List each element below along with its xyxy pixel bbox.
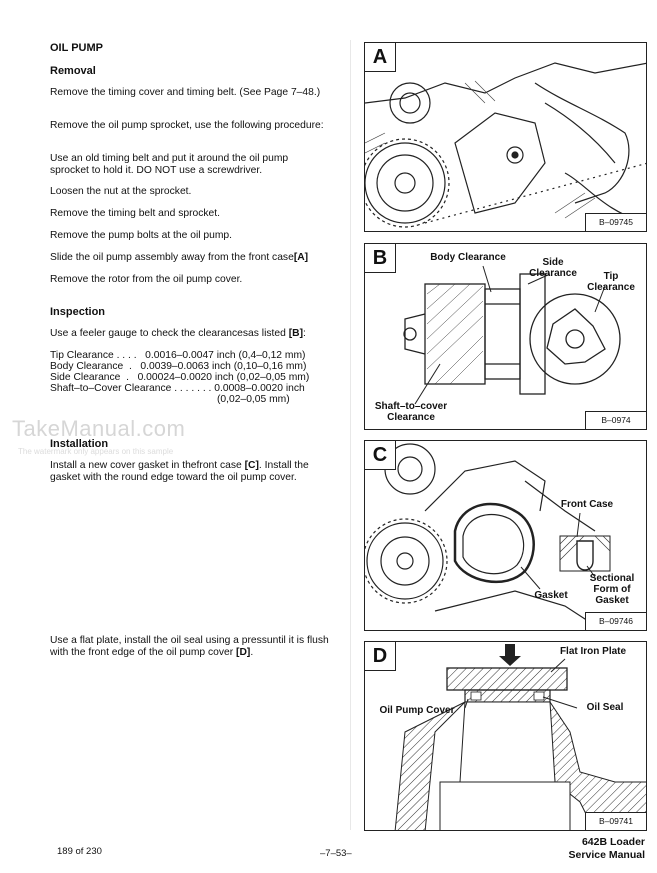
removal-step-7-text: Slide the oil pump assembly away from th… (50, 252, 294, 263)
installation-step-1-text: Install a new cover gasket in thefront c… (50, 460, 245, 471)
figure-ref-c: [C] (244, 460, 259, 471)
callout-front-case: Front Case (560, 499, 614, 510)
figure-a-label: A (365, 43, 396, 72)
removal-step-6: Remove the pump bolts at the oil pump. (50, 230, 233, 241)
section-title: OIL PUMP (50, 42, 103, 54)
figure-a-illustration (365, 62, 646, 228)
callout-flat-iron-plate: Flat Iron Plate (559, 646, 627, 657)
figure-ref-b: [B] (288, 328, 303, 339)
removal-step-3: Use an old timing belt and put it around… (50, 153, 289, 176)
footer-manual: Service Manual (568, 849, 645, 861)
spec-side: Side Clearance . 0.00024–0.0020 inch (0,… (50, 372, 310, 383)
figure-ref-a: [A] (293, 252, 309, 263)
installation-step-1: Install a new cover gasket in thefront c… (50, 460, 328, 484)
callout-tip-clearance: Tip Clearance (587, 271, 635, 293)
watermark-note: The watermark only appears on this sampl… (18, 447, 174, 456)
callout-shaft-clearance: Shaft–to–cover Clearance (374, 401, 448, 423)
removal-step-1: Remove the timing cover and timing belt.… (50, 87, 321, 98)
figure-a-code: B–09745 (585, 213, 646, 231)
figure-b-illustration (403, 265, 621, 405)
figure-d-label: D (365, 642, 396, 671)
figure-b-label: B (365, 244, 396, 273)
removal-step-5: Remove the timing belt and sprocket. (50, 208, 220, 219)
installation-step-1-tail: . Install the gasket with the round edge… (50, 460, 309, 483)
figure-c: C Front Case Gasket Sectio (364, 440, 647, 631)
figure-d-code: B–09741 (585, 812, 646, 830)
installation-step-2: Use a flat plate, install the oil seal u… (50, 635, 330, 659)
page-count: 189 of 230 (57, 846, 102, 857)
figure-c-illustration (365, 443, 611, 630)
inspection-intro: Use a feeler gauge to check the clearanc… (50, 328, 306, 339)
spec-shaft-metric: (0,02–0,05 mm) (217, 394, 290, 405)
installation-step-2-tail: . (250, 647, 254, 658)
figure-ref-d: [D] (236, 647, 251, 658)
figure-a: A B–09745 (364, 42, 647, 232)
removal-step-4: Loosen the nut at the sprocket. (50, 186, 192, 197)
callout-oil-seal: Oil Seal (586, 702, 624, 713)
removal-step-2: Remove the oil pump sprocket, use the fo… (50, 120, 324, 131)
spec-tip: Tip Clearance . . . . 0.0016–0.0047 inch… (50, 350, 306, 361)
installation-heading: Installation (50, 438, 109, 450)
removal-step-8: Remove the rotor from the oil pump cover… (50, 274, 243, 285)
inspection-heading: Inspection (50, 306, 106, 318)
callout-sectional-form: Sectional Form of Gasket (589, 573, 635, 606)
figure-d-illustration (394, 644, 646, 830)
inspection-intro-text: Use a feeler gauge to check the clearanc… (50, 328, 286, 339)
removal-heading: Removal (50, 65, 96, 77)
installation-step-2-text: Use a flat plate, install the oil seal u… (50, 635, 329, 658)
figure-c-code: B–09746 (585, 612, 646, 630)
callout-side-clearance: Side Clearance (529, 257, 577, 279)
figure-d: D Flat Iron Plate Oil Pump Cover Oil Sea… (364, 641, 647, 831)
footer-model: 642B Loader (581, 836, 645, 848)
watermark-site: TakeManual.com (12, 416, 186, 441)
figure-c-label: C (365, 441, 396, 470)
column-divider (350, 40, 351, 830)
spec-body: Body Clearance . 0.0039–0.0063 inch (0,1… (50, 361, 307, 372)
page-number: –7–53– (320, 848, 352, 859)
spec-shaft: Shaft–to–Cover Clearance . . . . . . . 0… (50, 383, 305, 394)
callout-oil-pump-cover: Oil Pump Cover (379, 705, 455, 716)
removal-step-7: Slide the oil pump assembly away from th… (50, 252, 335, 264)
figure-b-code: B–0974 (585, 411, 646, 429)
figure-b: B Body Clearance Side Clearance Tip Cle (364, 243, 647, 430)
callout-body-clearance: Body Clearance (430, 252, 506, 263)
callout-gasket: Gasket (534, 590, 568, 601)
